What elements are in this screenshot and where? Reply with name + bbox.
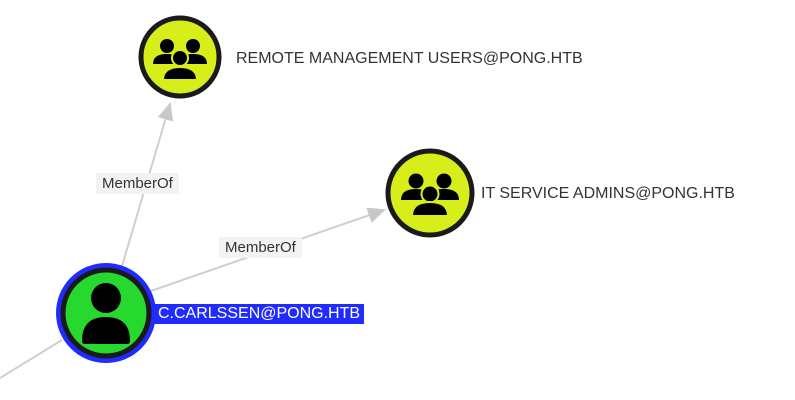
group-icon bbox=[153, 39, 207, 81]
edge-label-memberof: MemberOf bbox=[96, 173, 179, 194]
group-icon bbox=[401, 173, 459, 217]
node-label-c-carlssen: C.CARLSSEN@PONG.HTB bbox=[154, 304, 365, 324]
node-c-carlssen[interactable] bbox=[56, 263, 156, 363]
edge-offscreen[interactable] bbox=[0, 339, 63, 379]
node-label-it-admins: IT SERVICE ADMINS@PONG.HTB bbox=[481, 185, 735, 202]
node-it-admins[interactable] bbox=[385, 148, 475, 238]
edge-label-memberof: MemberOf bbox=[219, 237, 302, 258]
user-icon bbox=[82, 283, 130, 344]
node-label-remote-mgmt: REMOTE MANAGEMENT USERS@PONG.HTB bbox=[236, 50, 583, 67]
node-remote-mgmt[interactable] bbox=[138, 15, 222, 99]
